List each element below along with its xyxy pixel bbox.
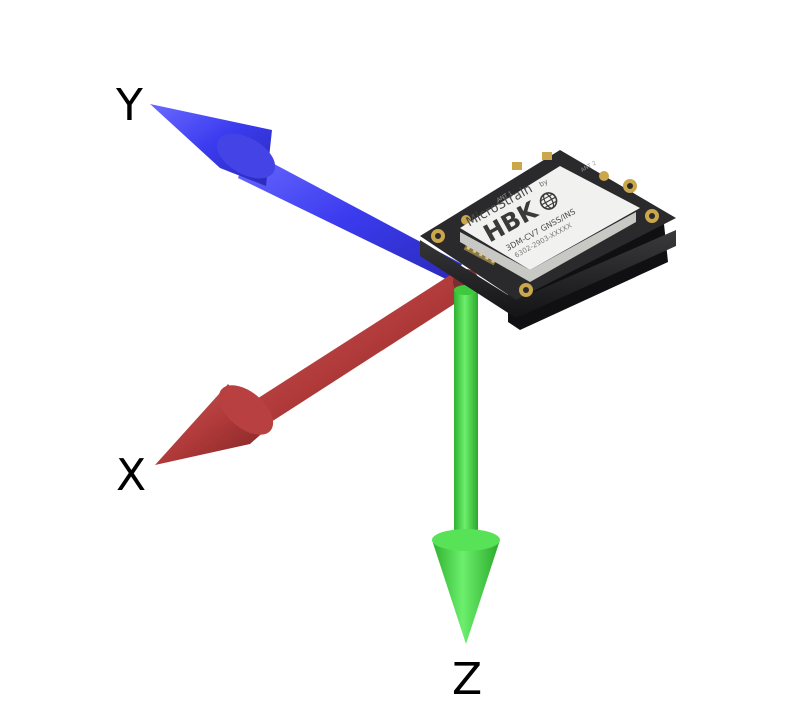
y-axis-arrow xyxy=(150,104,462,282)
rf-shield xyxy=(460,166,640,270)
z-axis-label: Z xyxy=(452,654,482,701)
z-axis-head xyxy=(432,540,500,644)
mount-pad-icon xyxy=(599,171,609,181)
antenna-connector-icon xyxy=(512,162,522,170)
shield-side xyxy=(460,212,636,282)
z-axis-shaft xyxy=(454,290,478,540)
z-axis-arrow xyxy=(432,290,500,644)
brand-suffix-text: by xyxy=(538,178,549,189)
x-axis-head-base xyxy=(218,385,274,435)
x-axis-label: X xyxy=(116,450,146,501)
sensor-module: MicroStrain by HBK 3DM-CV7 GNSS/INS 6302… xyxy=(420,150,676,330)
x-axis-arrow xyxy=(155,270,476,465)
y-axis-head-base xyxy=(216,133,276,179)
module-board-edge xyxy=(420,230,676,318)
y-axis-label: Y xyxy=(115,80,143,131)
x-axis-shaft xyxy=(252,270,476,424)
mount-pad-icon xyxy=(461,215,471,225)
antenna-connector-icon xyxy=(542,152,552,160)
z-axis-head-base xyxy=(432,529,500,551)
globe-icon xyxy=(539,192,558,210)
y-axis-shaft xyxy=(238,150,462,282)
